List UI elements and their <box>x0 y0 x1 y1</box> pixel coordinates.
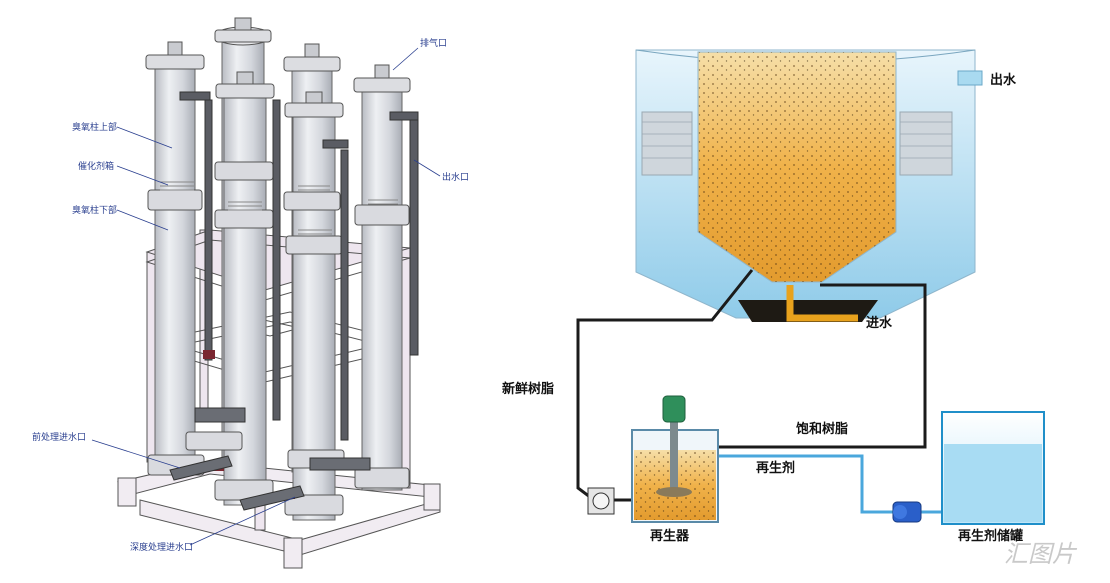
water-out-nozzle <box>957 70 983 86</box>
label-vent-port: 排气口 <box>420 37 447 49</box>
label-water-out: 出水 <box>990 72 1017 88</box>
outlet-pipe <box>179 91 419 441</box>
resin-process-diagram <box>576 49 1045 525</box>
catalyst-bed <box>160 181 398 235</box>
ozone-column-assembly <box>91 17 441 569</box>
label-column-bottom: 臭氧柱下部 <box>72 204 117 216</box>
regenerant-pipe <box>716 454 942 514</box>
label-saturated-resin: 饱和树脂 <box>795 421 848 437</box>
adsorption-tank <box>635 49 983 322</box>
label-fresh-resin: 新鲜树脂 <box>502 381 554 397</box>
label-catalyst-bed: 催化剂箱 <box>78 160 114 172</box>
label-outlet-port: 出水口 <box>442 171 469 183</box>
watermark: 汇图片 <box>1004 540 1078 568</box>
flange-set <box>147 161 410 516</box>
water-in-pipe <box>786 285 858 322</box>
leader-lines <box>91 47 441 546</box>
regenerator-vessel <box>631 395 719 523</box>
transfer-pump <box>892 501 922 523</box>
label-regenerant-tank: 再生剂储罐 <box>958 528 1023 544</box>
left-label-group: 排气口 臭氧柱上部 催化剂箱 臭氧柱下部 出水口 前处理进水口 深度处理进水口 <box>32 37 469 553</box>
diaphragm-pump <box>587 487 615 515</box>
ozone-column <box>353 64 411 491</box>
label-regenerant: 再生剂 <box>756 460 795 476</box>
label-column-top: 臭氧柱上部 <box>72 121 117 133</box>
regenerant-tank <box>941 411 1045 525</box>
inlet-manifold <box>169 407 371 511</box>
label-deep-inlet: 深度处理进水口 <box>130 541 193 553</box>
label-pretreat-inlet: 前处理进水口 <box>32 431 86 443</box>
label-regenerator: 再生器 <box>650 528 690 544</box>
right-label-group: 出水 进水 新鲜树脂 饱和树脂 再生剂 再生器 再生剂储罐 <box>502 72 1023 544</box>
ozone-column <box>145 41 205 471</box>
label-water-in: 进水 <box>866 315 893 331</box>
